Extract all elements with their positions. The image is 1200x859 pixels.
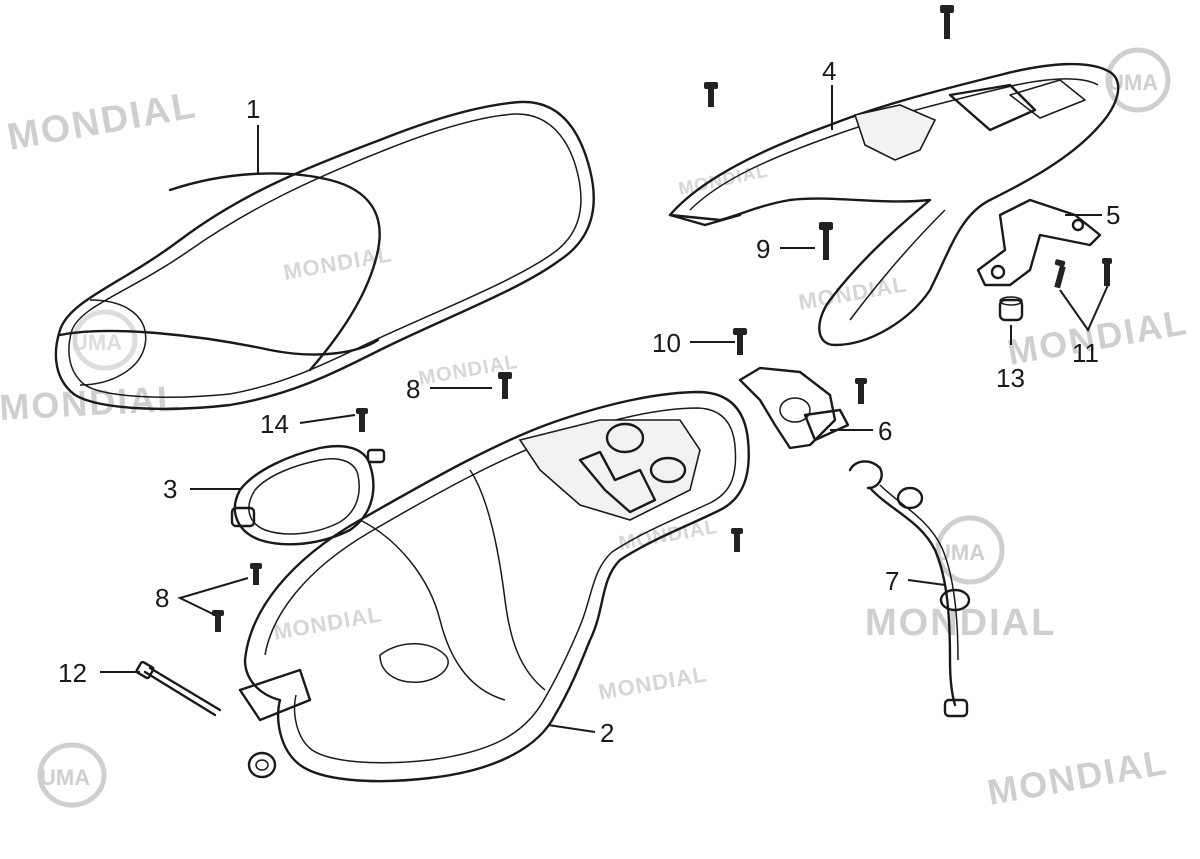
seat-latch-part — [738, 366, 850, 450]
screw-icon — [250, 563, 262, 585]
callout-9: 9 — [756, 234, 770, 264]
rubber-bushing-part — [998, 296, 1024, 322]
screw-set — [212, 5, 1112, 632]
uma-logo: UMA — [935, 515, 1005, 585]
callout-1: 1 — [246, 94, 260, 124]
svg-text:UMA: UMA — [1108, 70, 1158, 95]
callout-8: 8 — [406, 374, 420, 404]
seat-cable-part — [848, 460, 971, 718]
callouts: 1 2 3 4 5 6 7 8 8 9 10 11 12 13 14 — [58, 56, 1120, 748]
callout-10: 10 — [652, 328, 681, 358]
helmet-box-part — [238, 390, 750, 783]
seat-part — [54, 100, 595, 411]
screw-icon — [940, 5, 954, 39]
uma-logo: UMA — [72, 309, 138, 371]
watermark-mondial: MONDIAL — [797, 271, 909, 315]
leader-line — [547, 724, 596, 733]
leader-line — [1059, 284, 1109, 333]
watermark-mondial: MONDIAL — [597, 661, 709, 705]
callout-8: 8 — [155, 583, 169, 613]
screw-icon — [733, 328, 747, 355]
callout-4: 4 — [822, 56, 836, 86]
watermark-mondial: MONDIAL — [282, 241, 394, 285]
callout-5: 5 — [1106, 200, 1120, 230]
svg-text:UMA: UMA — [40, 765, 90, 790]
watermark-mondial: MONDIAL — [984, 741, 1170, 813]
leader-line — [299, 414, 356, 424]
screw-icon — [1054, 259, 1066, 289]
screw-icon — [731, 528, 743, 552]
svg-text:UMA: UMA — [935, 540, 985, 565]
leader-line — [177, 577, 249, 616]
screw-icon — [819, 222, 833, 260]
callout-12: 12 — [58, 658, 87, 688]
watermark-mondial: MONDIAL — [272, 601, 384, 645]
rear-carrier-part — [668, 62, 1120, 347]
battery-cover-part — [230, 444, 386, 546]
callout-6: 6 — [878, 416, 892, 446]
callout-3: 3 — [163, 474, 177, 504]
callout-7: 7 — [885, 566, 899, 596]
screw-icon — [704, 82, 718, 107]
rear-bracket-part — [976, 198, 1102, 287]
svg-text:UMA: UMA — [72, 330, 122, 355]
uma-logo: UMA — [37, 742, 107, 808]
callout-2: 2 — [600, 718, 614, 748]
screw-icon — [212, 610, 224, 632]
watermark-mondial: MONDIAL — [4, 84, 200, 159]
callout-13: 13 — [996, 363, 1025, 393]
nut-part — [247, 751, 277, 779]
leader-lines — [100, 85, 1109, 733]
leader-line — [907, 579, 946, 586]
callout-11: 11 — [1072, 338, 1099, 368]
screw-icon — [498, 372, 512, 399]
long-bolt-part — [135, 660, 222, 717]
screw-icon — [1102, 258, 1112, 286]
screw-icon — [356, 408, 368, 432]
screw-icon — [855, 378, 867, 404]
callout-14: 14 — [260, 409, 289, 439]
